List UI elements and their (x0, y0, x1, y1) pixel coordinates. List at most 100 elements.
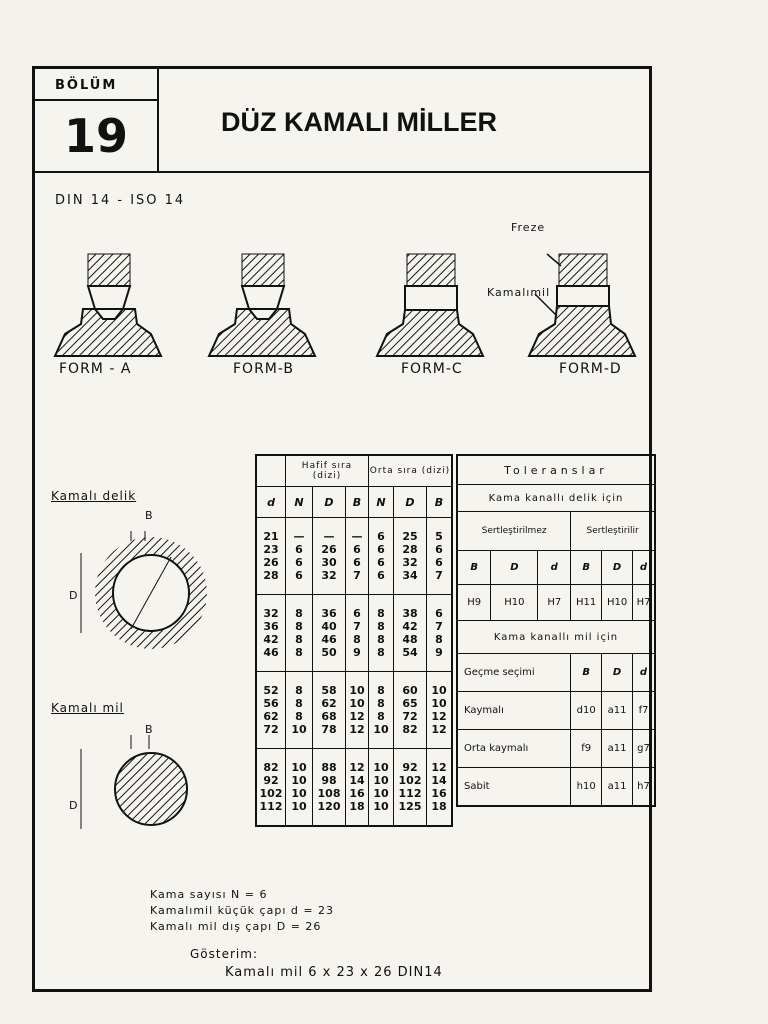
cell-d: 21 23 26 28 (255, 517, 286, 595)
tol-col: d (632, 550, 656, 585)
cell-orta-n: 10 10 10 10 (368, 748, 394, 827)
delik-title: Kama kanallı delik için (456, 484, 656, 512)
page-sheet: BÖLÜM 19 DÜZ KAMALI MİLLER DIN 14 - ISO … (32, 66, 656, 992)
fit-name: Orta kaymalı (456, 729, 572, 768)
tol-value: H9 (456, 584, 492, 621)
fit-value: d10 (570, 691, 603, 730)
tol-value: H11 (570, 584, 603, 621)
cell-hafif-n: 10 10 10 10 (285, 748, 313, 827)
fit-value: h10 (570, 767, 603, 806)
kamali-mil-label: Kamalı mil (51, 701, 124, 715)
gosterim-label: Gösterim: (190, 947, 258, 961)
table-row: 21 23 26 28 — 6 6 6 — 26 30 32 — 6 6 7 6… (255, 517, 453, 595)
form-a-label: FORM - A (59, 361, 132, 377)
table-row: 52 56 62 72 8 8 8 10 58 62 68 78 10 10 1… (255, 671, 453, 749)
cell-d: 32 36 42 46 (255, 594, 286, 672)
hole-d-label: D (69, 589, 79, 602)
cell-orta-b: 10 10 12 12 (426, 671, 453, 749)
mil-col: d (632, 653, 656, 692)
tol-value: H10 (601, 584, 634, 621)
section-number: 19 (35, 101, 159, 171)
shaft-b-label: B (145, 723, 154, 736)
fit-value: f9 (570, 729, 603, 768)
cell-hafif-d: 88 98 108 120 (312, 748, 346, 827)
kamalimil-callout: Kamalımil (487, 286, 551, 299)
note-line: Kamalımil küçük çapı d = 23 (150, 904, 335, 917)
fit-value: a11 (601, 729, 634, 768)
cell-orta-b: 5 6 6 7 (426, 517, 453, 595)
cell-hafif-n: 8 8 8 8 (285, 594, 313, 672)
tol-value: H7 (537, 584, 572, 621)
header-divider (35, 171, 649, 173)
fit-value: a11 (601, 767, 634, 806)
cell-hafif-b: 12 14 16 18 (345, 748, 369, 827)
tol-col: B (456, 550, 492, 585)
kamali-delik-label: Kamalı delik (51, 489, 137, 503)
col-hafif-d: D (312, 486, 346, 518)
splined-hole-drawing (80, 531, 207, 649)
col-hafif-b: B (345, 486, 369, 518)
table-row: Sabit h10 a11 h7 (456, 767, 656, 806)
cell-hafif-b: 6 7 8 9 (345, 594, 369, 672)
cell-d: 52 56 62 72 (255, 671, 286, 749)
cell-hafif-n: 8 8 8 10 (285, 671, 313, 749)
cell-hafif-n: — 6 6 6 (285, 517, 313, 595)
standard-label: DIN 14 - ISO 14 (55, 193, 186, 208)
tol-value: H7 (632, 584, 656, 621)
tol-col: D (490, 550, 539, 585)
cell-orta-d: 38 42 48 54 (393, 594, 427, 672)
orta-sira-header: Orta sıra (dizi) (368, 454, 453, 487)
freze-callout: Freze (511, 221, 546, 234)
cell-orta-n: 8 8 8 10 (368, 671, 394, 749)
cell-orta-b: 12 14 16 18 (426, 748, 453, 827)
fit-name: Sabit (456, 767, 572, 806)
form-d-label: FORM-D (559, 361, 622, 377)
tolerance-table: Toleranslar Kama kanallı delik için Sert… (456, 454, 656, 807)
fit-value: g7 (632, 729, 656, 768)
fit-value: h7 (632, 767, 656, 806)
col-d: d (255, 486, 286, 518)
sertlestirilir-label: Sertleştirilir (570, 511, 656, 551)
table-row: Orta kaymalı f9 a11 g7 (456, 729, 656, 768)
tolerance-title: Toleranslar (456, 454, 656, 485)
table-row: 82 92 102 112 10 10 10 10 88 98 108 120 … (255, 748, 453, 827)
section-label: BÖLÜM (35, 69, 159, 101)
cell-hafif-b: — 6 6 7 (345, 517, 369, 595)
mil-col: B (570, 653, 603, 692)
cell-d: 82 92 102 112 (255, 748, 286, 827)
tol-col: D (601, 550, 634, 585)
mil-col: D (601, 653, 634, 692)
tol-col: d (537, 550, 572, 585)
table-row: Kaymalı d10 a11 f7 (456, 691, 656, 730)
hafif-sira-header: Hafif sıra (dizi) (285, 454, 369, 487)
cell-orta-d: 92 102 112 125 (393, 748, 427, 827)
cell-orta-d: 25 28 32 34 (393, 517, 427, 595)
form-a-drawing (53, 253, 163, 357)
cell-hafif-b: 10 10 12 12 (345, 671, 369, 749)
tol-value: H10 (490, 584, 539, 621)
cell-orta-d: 60 65 72 82 (393, 671, 427, 749)
cell-orta-b: 6 7 8 9 (426, 594, 453, 672)
col-orta-b: B (426, 486, 453, 518)
cell-hafif-d: 36 40 46 50 (312, 594, 346, 672)
shaft-d-label: D (69, 799, 79, 812)
fit-name: Kaymalı (456, 691, 572, 730)
note-line: Kamalı mil dış çapı D = 26 (150, 920, 322, 933)
form-b-drawing (207, 253, 317, 357)
cell-hafif-d: — 26 30 32 (312, 517, 346, 595)
page-title: DÜZ KAMALI MİLLER (221, 107, 497, 137)
table-row: 32 36 42 46 8 8 8 8 36 40 46 50 6 7 8 9 … (255, 594, 453, 672)
cell-hafif-d: 58 62 68 78 (312, 671, 346, 749)
fit-value: f7 (632, 691, 656, 730)
col-hafif-n: N (285, 486, 313, 518)
gosterim-value: Kamalı mil 6 x 23 x 26 DIN14 (225, 965, 443, 980)
tol-col: B (570, 550, 603, 585)
splined-shaft-drawing (80, 735, 188, 829)
mil-title: Kama kanallı mil için (456, 620, 656, 654)
example-notes: Kama sayısı N = 6 Kamalımil küçük çapı d… (150, 887, 334, 935)
form-c-drawing (375, 253, 485, 357)
note-line: Kama sayısı N = 6 (150, 888, 268, 901)
cell-orta-n: 8 8 8 8 (368, 594, 394, 672)
form-d-drawing (527, 253, 637, 357)
form-b-label: FORM-B (233, 361, 295, 377)
